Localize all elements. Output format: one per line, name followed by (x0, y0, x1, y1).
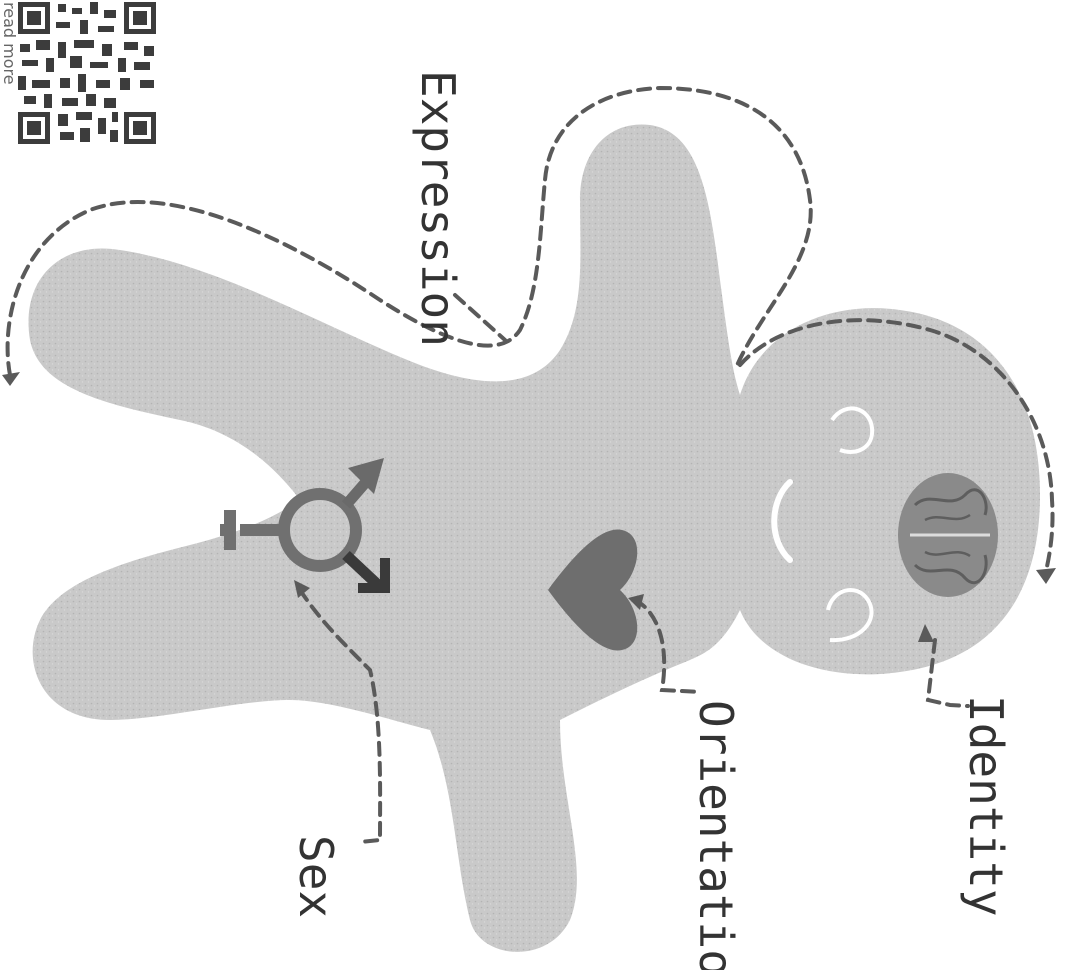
label-orientation: Orientation (689, 700, 743, 970)
brain-icon (898, 473, 998, 597)
qr-code[interactable] (14, 0, 162, 148)
label-expression: Expression (411, 70, 465, 347)
qr-caption[interactable]: read more (0, 2, 19, 85)
label-sex: Sex (289, 835, 343, 918)
gingerbread-figure (28, 124, 1040, 951)
figure-body (28, 124, 1040, 951)
label-identity: Identity (959, 695, 1013, 917)
